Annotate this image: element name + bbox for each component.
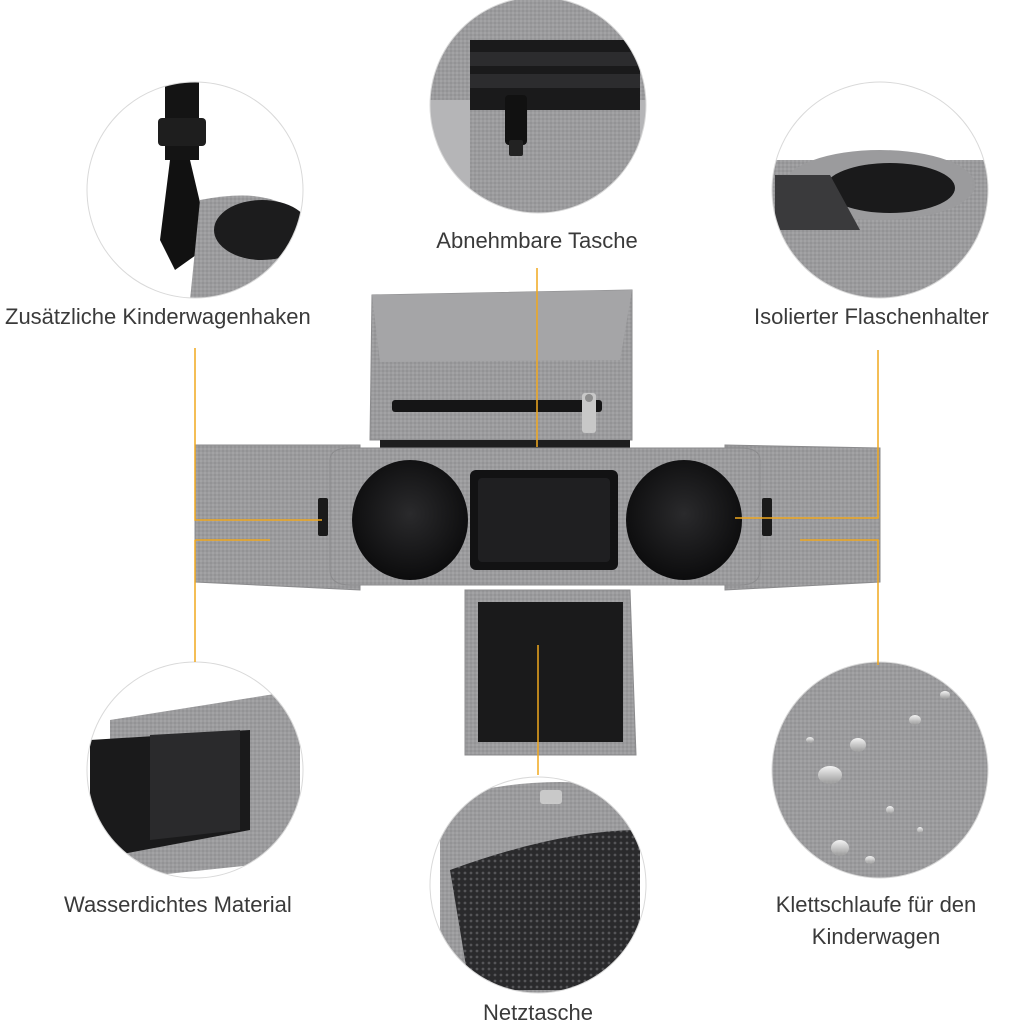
label-insulated-bottle-holder: Isolierter Flaschenhalter (754, 304, 989, 329)
detail-circle-waterproof-material (87, 662, 303, 878)
detail-circle-water-drops (772, 662, 988, 878)
label-velcro-strap-line2: Kinderwagen (811, 924, 941, 949)
detail-circle-mesh-pocket (430, 777, 646, 993)
water-droplets-icon (806, 691, 950, 864)
label-velcro-strap-line1: Klettschlaufe für den (775, 892, 977, 917)
detail-circle-detachable-bag (430, 0, 646, 213)
product-organizer (194, 289, 881, 756)
label-detachable-bag: Abnehmbare Tasche (436, 228, 638, 253)
label-extra-stroller-hooks: Zusätzliche Kinderwagenhaken (5, 304, 311, 329)
label-mesh-pocket: Netztasche (482, 1000, 594, 1025)
detail-circle-bottle-holder (772, 82, 988, 298)
detail-circle-stroller-hook (87, 82, 303, 298)
label-waterproof-material: Wasserdichtes Material (64, 892, 292, 917)
zipper-icon (582, 393, 596, 433)
leader-lines (194, 268, 879, 775)
